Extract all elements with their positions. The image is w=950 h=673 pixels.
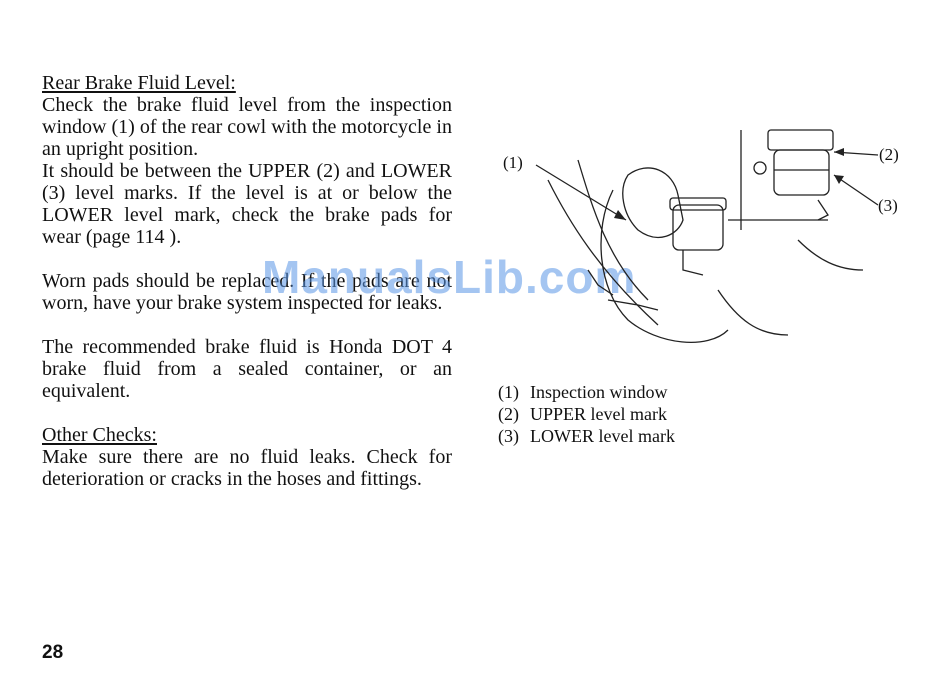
callout-1: (1) — [503, 153, 523, 172]
brake-reservoir-illustration: (1) (2) (3) — [498, 120, 918, 350]
legend-item: (1) Inspection window — [498, 381, 675, 403]
legend-item: (3) LOWER level mark — [498, 425, 675, 447]
paragraph-fluid-leaks: Make sure there are no fluid leaks. Chec… — [42, 446, 452, 490]
callout-3: (3) — [878, 196, 898, 215]
figure-legend: (1) Inspection window (2) UPPER level ma… — [498, 381, 675, 447]
paragraph-check-level: Check the brake fluid level from the ins… — [42, 94, 452, 160]
legend-number: (2) — [498, 404, 519, 424]
left-column: Rear Brake Fluid Level: Check the brake … — [42, 72, 452, 490]
paragraph-worn-pads: Worn pads should be replaced. If the pad… — [42, 270, 452, 314]
legend-label: UPPER level mark — [530, 404, 667, 424]
legend-number: (1) — [498, 382, 519, 402]
legend-number: (3) — [498, 426, 519, 446]
legend-label: LOWER level mark — [530, 426, 675, 446]
reservoir-drawing — [535, 129, 879, 343]
paragraph-recommended-fluid: The recommended brake fluid is Honda DOT… — [42, 336, 452, 402]
legend-item: (2) UPPER level mark — [498, 403, 675, 425]
paragraph-level-marks: It should be between the UPPER (2) and L… — [42, 160, 452, 248]
section-heading-rear-brake: Rear Brake Fluid Level: — [42, 72, 236, 94]
page-number: 28 — [42, 642, 64, 663]
legend-label: Inspection window — [530, 382, 668, 402]
callout-2: (2) — [879, 145, 899, 164]
section-heading-other-checks: Other Checks: — [42, 424, 157, 446]
